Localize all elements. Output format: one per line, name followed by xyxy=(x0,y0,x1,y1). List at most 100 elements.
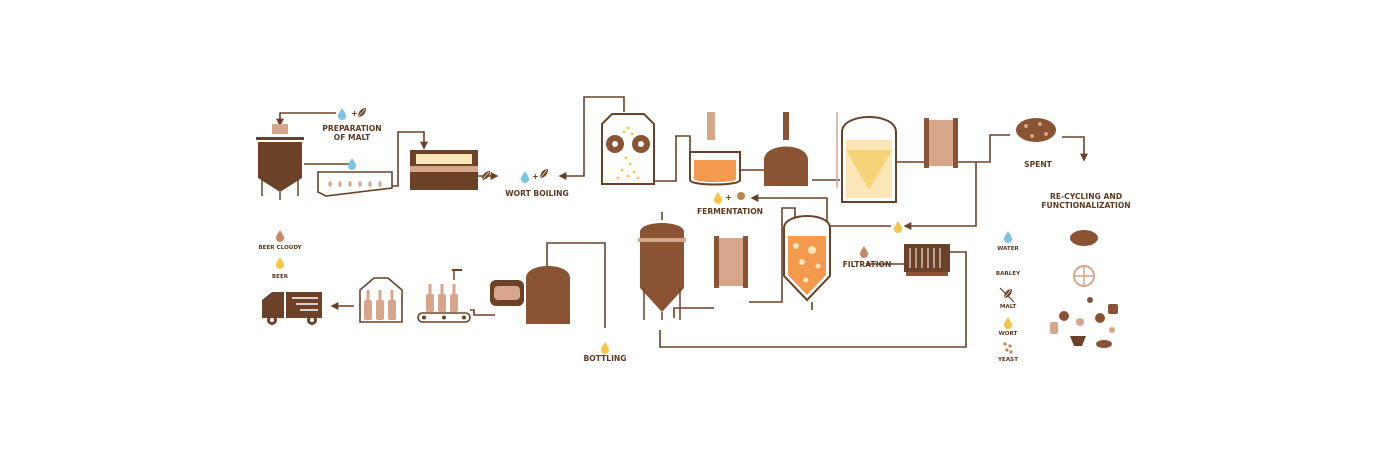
wort-drop-icon xyxy=(894,221,902,233)
beer-drop-icon xyxy=(601,342,609,354)
recycling-label-line1: RE-CYCLING AND xyxy=(1050,192,1122,201)
wort-boiling: + WORT BOILING xyxy=(505,168,569,198)
malt-icon xyxy=(357,107,367,118)
bottle-conveyor xyxy=(417,269,471,323)
whirlpool xyxy=(764,112,808,186)
truck-cargo xyxy=(286,292,322,318)
hot-wort-tank xyxy=(836,112,897,203)
filtration: FILTRATION xyxy=(843,244,950,276)
bottling: BOTTLING xyxy=(583,342,627,363)
cooler-body xyxy=(926,120,956,166)
preparation-label-line2: OF MALT xyxy=(334,133,371,142)
mill-grain-flow xyxy=(616,126,640,180)
pipe-cooler-to-spent xyxy=(956,134,1010,163)
bottling-label: BOTTLING xyxy=(583,354,626,363)
legend-barley: BARLEY xyxy=(996,271,1021,277)
plus-sign: + xyxy=(532,172,539,181)
filter-press-plates xyxy=(909,248,941,268)
legend-yeast: YEAST xyxy=(997,357,1018,363)
fermentation: + FERMENTATION xyxy=(697,192,902,233)
pipe-to-fermentation xyxy=(750,194,891,227)
recycling: RE-CYCLING AND FUNCTIONALIZATION xyxy=(1041,192,1131,348)
pipes xyxy=(276,96,1088,348)
water-drop-icon xyxy=(348,158,356,170)
recycling-label-line2: FUNCTIONALIZATION xyxy=(1041,201,1130,210)
malt-icon xyxy=(481,170,491,181)
pipe-to-mash-tun xyxy=(276,112,336,127)
spent-grain: SPENT xyxy=(1016,118,1056,169)
recycled-products xyxy=(1050,297,1118,348)
yeast-icon xyxy=(1003,342,1013,354)
legend-water: WATER xyxy=(997,246,1019,252)
legend-malt: MALT xyxy=(1000,304,1017,310)
malt-vessel-window xyxy=(416,154,472,164)
truck-cab xyxy=(262,292,284,318)
mill xyxy=(601,113,655,185)
spent-grain-pile xyxy=(1016,118,1056,142)
pipe-mash-to-lauter xyxy=(304,163,351,168)
wort-cooler xyxy=(924,118,958,168)
beer-cloudy-drop-icon xyxy=(860,246,868,258)
pipe-cooler-to-fermentation xyxy=(903,162,977,230)
maturation-beer xyxy=(788,236,826,295)
pipe-bottling-to-filler xyxy=(546,242,606,328)
plus-sign: + xyxy=(351,109,358,118)
malt-vessel-band xyxy=(410,166,478,172)
preparation-of-malt: + PREPARATION OF MALT xyxy=(322,107,382,170)
mash-tun-hopper xyxy=(272,124,288,134)
brew-kettle xyxy=(689,112,741,186)
yeast-icon xyxy=(737,192,745,200)
malt-icon xyxy=(1003,288,1013,299)
fermenter-body xyxy=(640,223,684,312)
lauter-trough xyxy=(317,171,393,197)
water-drop-icon xyxy=(338,108,346,120)
kettle-chimney xyxy=(707,112,715,140)
pipe-filter-to-fermenter xyxy=(673,307,714,318)
recycling-grain-pile xyxy=(1070,230,1098,246)
pipe-mill-to-kettle xyxy=(655,135,691,182)
delivery-truck xyxy=(262,292,322,325)
conveyor-bottles xyxy=(426,284,458,312)
fermenter-band xyxy=(638,238,686,242)
fermentation-label: FERMENTATION xyxy=(697,207,763,216)
water-drop-icon xyxy=(521,171,529,183)
plus-sign: + xyxy=(725,193,732,202)
legend-right: WATER BARLEY MALT WORT YEAST xyxy=(996,231,1021,363)
pipe-to-mill xyxy=(580,96,625,177)
filter-press-body xyxy=(904,244,950,272)
beer-drop-icon xyxy=(276,257,284,269)
whirlpool-chimney xyxy=(783,112,789,140)
spent-label: SPENT xyxy=(1024,160,1053,169)
water-drop-icon xyxy=(1004,231,1012,243)
mash-tun xyxy=(256,124,304,200)
malt-icon xyxy=(539,168,549,179)
pipe-lauter-to-vessel xyxy=(392,131,428,187)
legend-left: BEER CLOUDY BEER xyxy=(258,230,303,280)
preparation-label-line1: PREPARATION xyxy=(322,124,381,133)
trough-body xyxy=(317,171,393,197)
legend-beer: BEER xyxy=(272,274,289,280)
filter-unit xyxy=(714,236,748,288)
tank-vortex xyxy=(846,150,892,190)
filler-tank xyxy=(526,266,570,324)
maturation-tank xyxy=(783,215,831,302)
beer-cloudy-drop-icon xyxy=(276,230,284,242)
pipe-filler-to-conveyor xyxy=(470,309,495,316)
filtration-label: FILTRATION xyxy=(843,260,892,269)
pipe-conical-to-filter xyxy=(749,207,796,303)
wort-boiling-label: WORT BOILING xyxy=(505,189,568,198)
legend-beer-cloudy: BEER CLOUDY xyxy=(258,245,302,251)
filling-machine xyxy=(490,266,570,324)
mash-tun-rim xyxy=(256,137,304,140)
pipe-spent-to-recycling xyxy=(1062,136,1088,162)
trough-grains xyxy=(328,181,382,187)
kettle-wort xyxy=(694,160,736,182)
whirlpool-body xyxy=(764,146,808,186)
mill-housing xyxy=(601,113,655,185)
maturation-bubbles xyxy=(793,243,821,283)
malt-vessel xyxy=(410,150,491,190)
bottle-crate xyxy=(359,277,403,323)
fermenter-tank xyxy=(638,223,686,320)
wort-drop-icon xyxy=(1004,317,1012,329)
